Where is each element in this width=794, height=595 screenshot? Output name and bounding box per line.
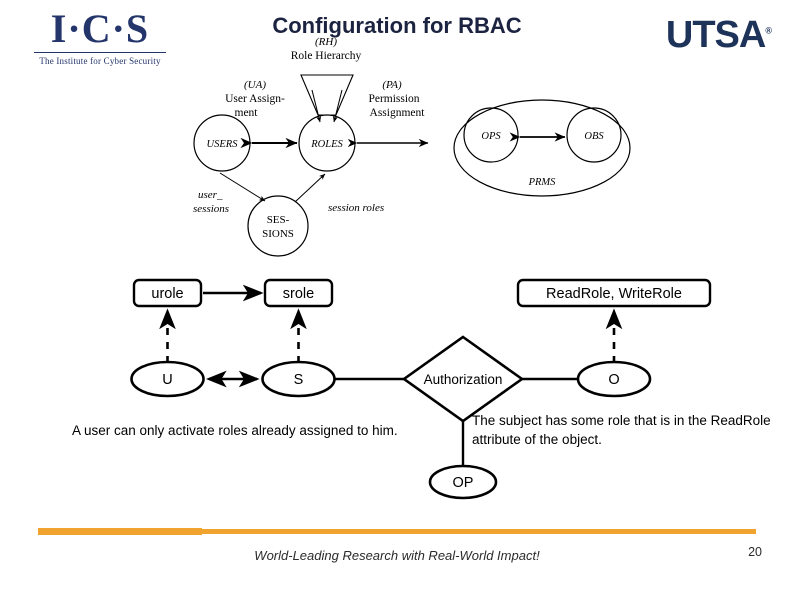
page-title: Configuration for RBAC bbox=[272, 13, 522, 38]
model-box-readwriterole-label: ReadRole, WriteRole bbox=[546, 286, 682, 302]
rbac-reference-figure: (RH) Role Hierarchy (UA) User Assign- me… bbox=[160, 30, 640, 270]
rbac-ua-abbrev: (UA) bbox=[244, 79, 266, 91]
rbac-roles-label: ROLES bbox=[310, 139, 343, 150]
model-node-u bbox=[130, 360, 205, 398]
model-node-op bbox=[428, 464, 498, 500]
note-user-activation: A user can only activate roles already a… bbox=[72, 423, 398, 438]
rbac-rh-abbrev: (RH) bbox=[315, 36, 337, 48]
model-node-s-label: S bbox=[294, 372, 304, 388]
rbac-users-label: USERS bbox=[207, 139, 239, 150]
model-node-op-label: OP bbox=[453, 475, 474, 491]
rbac-sessions-label-2: SIONS bbox=[262, 228, 294, 240]
model-diamond-authorization-label: Authorization bbox=[424, 372, 503, 387]
rbac-obs-label: OBS bbox=[584, 131, 604, 142]
footer-accent-bar-thick bbox=[38, 528, 202, 535]
utsa-registered-icon: ® bbox=[765, 25, 772, 36]
rbac-user-sessions-label-1: user_ bbox=[198, 189, 223, 201]
page-number: 20 bbox=[748, 545, 762, 559]
model-box-urole-label: urole bbox=[151, 286, 183, 302]
rbac-session-roles-label: session roles bbox=[328, 202, 384, 214]
ics-logo-tagline: The Institute for Cyber Security bbox=[39, 56, 161, 66]
utsa-logo: UTSA® bbox=[666, 14, 772, 57]
note-subject-readrole: The subject has some role that is in the… bbox=[472, 413, 771, 447]
rbac-pa-abbrev: (PA) bbox=[382, 79, 402, 91]
rbac-pa-label-2: Assignment bbox=[370, 107, 426, 119]
model-node-o bbox=[576, 360, 652, 398]
rbac-pa-label-1: Permission bbox=[368, 93, 419, 105]
model-box-urole bbox=[132, 278, 203, 308]
utsa-logo-mark: UTSA bbox=[665, 14, 766, 56]
rbac-ua-label-1: User Assign- bbox=[225, 93, 285, 105]
rbac-ops-label: OPS bbox=[481, 131, 501, 142]
model-node-o-label: O bbox=[608, 372, 619, 388]
rbac-rh-label: Role Hierarchy bbox=[291, 50, 362, 62]
rbac-role-hierarchy-shape bbox=[300, 74, 354, 116]
rbac-ua-label-2: ment bbox=[235, 107, 259, 119]
model-node-u-label: U bbox=[162, 372, 172, 388]
model-box-srole bbox=[263, 278, 334, 308]
rbac-sessions-circle bbox=[247, 195, 309, 257]
ics-logo-divider bbox=[34, 52, 166, 53]
rbac-prms-ellipse bbox=[453, 99, 631, 197]
rbac-prms-label: PRMS bbox=[528, 177, 557, 188]
rbac-obs-circle bbox=[566, 107, 622, 163]
rbac-sessions-label-1: SES- bbox=[267, 214, 290, 226]
rbac-configuration-diagram: urole srole ReadRole, WriteRole U S bbox=[0, 265, 794, 520]
ics-logo: I·C·S The Institute for Cyber Security bbox=[30, 8, 170, 66]
model-box-readwriterole bbox=[516, 278, 712, 308]
footer-accent-bar-thin bbox=[200, 529, 756, 534]
model-box-srole-label: srole bbox=[283, 286, 314, 302]
rbac-user-sessions-label-2: sessions bbox=[193, 203, 229, 215]
footer-tagline: World-Leading Research with Real-World I… bbox=[254, 548, 540, 563]
ics-logo-mark: I·C·S bbox=[50, 6, 150, 51]
